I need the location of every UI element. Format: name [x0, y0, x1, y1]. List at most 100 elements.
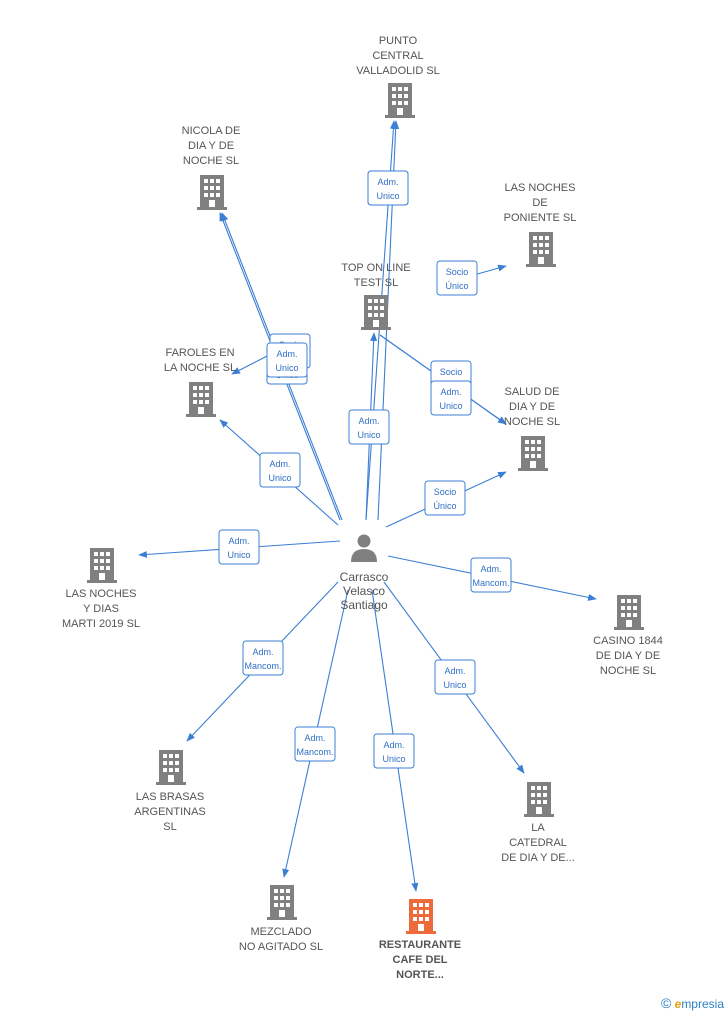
building-icon	[526, 232, 556, 267]
edge-labels-layer: SocioÚnicoSocioÚnicoSocioÚnicoAdm.UnicoA…	[218, 170, 512, 769]
company-name-line: RESTAURANTE	[379, 939, 461, 951]
nodes-layer: PUNTO CENTRAL VALLADOLID SL NICOLA DE DIA Y …	[62, 35, 663, 981]
edge-label-brasas[interactable]: Adm.Mancom.	[242, 640, 284, 676]
company-name-line: DIA Y DE	[509, 401, 555, 413]
edge-label-text: Único	[445, 281, 468, 291]
company-name-line: FAROLES EN	[165, 347, 234, 359]
building-icon	[406, 899, 436, 934]
edge-label-box	[373, 733, 415, 769]
edge-label-box	[259, 452, 301, 488]
company-name-line: CATEDRAL	[509, 837, 567, 849]
edge-label-text: Adm.	[269, 459, 290, 469]
edge-label-nicola[interactable]: Adm.Unico	[266, 342, 308, 378]
building-icon	[524, 782, 554, 817]
edge-label-box	[470, 557, 512, 593]
company-name-line: NO AGITADO SL	[239, 941, 323, 953]
edge-label-casino[interactable]: Adm.Mancom.	[470, 557, 512, 593]
edge-label-text: Unico	[275, 363, 298, 373]
edge-label-top-on-line[interactable]: Adm.Unico	[348, 409, 390, 445]
brand-logo-e: e	[674, 997, 682, 1011]
building-icon	[267, 885, 297, 920]
person-name-line: Santiago	[340, 598, 388, 612]
company-name-line: NOCHE SL	[600, 665, 656, 677]
person-name-line: Velasco	[343, 584, 385, 598]
edge-label-box	[294, 726, 336, 762]
company-name-line: CASINO 1844	[593, 635, 663, 647]
person-head	[357, 534, 371, 548]
edge-label-top-on-line[interactable]: Adm. Unico	[259, 452, 301, 488]
company-name-line: SL	[163, 821, 176, 833]
building-icon	[197, 175, 227, 210]
edge-label-box	[266, 342, 308, 378]
company-node-noches-marti[interactable]: LAS NOCHES Y DIAS MARTI 2019 SL	[62, 548, 140, 630]
empresia-brand[interactable]: © empresia	[661, 995, 724, 1011]
company-name-line: TOP ON LINE	[341, 262, 410, 274]
building-icon	[186, 382, 216, 417]
building-icon	[518, 436, 548, 471]
edge-label-box	[436, 260, 478, 296]
company-name-line: LA	[531, 822, 545, 834]
company-name-line: VALLADOLID SL	[356, 65, 440, 77]
edge-label-text: Unico	[382, 754, 405, 764]
company-name-line: NICOLA DE	[182, 125, 241, 137]
edge-label-text: Unico	[357, 430, 380, 440]
edge-label-text: Unico	[443, 680, 466, 690]
company-name-line: Y DIAS	[83, 603, 119, 615]
edge-label-text: Unico	[268, 473, 291, 483]
brand-logo-text: mpresia	[681, 997, 724, 1011]
company-node-punto-central[interactable]: PUNTO CENTRAL VALLADOLID SL	[356, 35, 440, 118]
building-icon	[385, 83, 415, 118]
edge-label-text: Adm.	[383, 740, 404, 750]
edge-label-box	[218, 529, 260, 565]
person-body	[351, 549, 377, 562]
person-name-line: Carrasco	[340, 570, 389, 584]
edge-label-text: Adm.	[228, 536, 249, 546]
edge-label-box	[434, 659, 476, 695]
edge-label-text: Socio	[446, 267, 469, 277]
edge-label-noches-marti[interactable]: Adm.Unico	[218, 529, 260, 565]
copyright-symbol: ©	[660, 995, 672, 1011]
company-name-line: PUNTO	[379, 35, 418, 47]
company-name-line: ARGENTINAS	[134, 806, 206, 818]
edge-label-box	[348, 409, 390, 445]
edge-label-text: Socio	[434, 487, 457, 497]
edge-label-text: Unico	[439, 401, 462, 411]
company-name-line: CENTRAL	[372, 50, 423, 62]
edge-label-text: Mancom.	[296, 747, 333, 757]
company-node-top-on-line[interactable]: TOP ON LINE TEST SL	[341, 262, 411, 330]
company-name-line: PONIENTE SL	[504, 212, 577, 224]
building-icon	[156, 750, 186, 785]
edge-label-text: Adm.	[377, 177, 398, 187]
building-icon	[87, 548, 117, 583]
edge-label-text: Único	[433, 501, 456, 511]
edge-label-catedral[interactable]: Adm. Unico	[434, 659, 476, 695]
company-name-line: TEST SL	[354, 277, 398, 289]
company-name-line: MARTI 2019 SL	[62, 618, 140, 630]
building-icon	[614, 595, 644, 630]
edge-label-punto-central[interactable]: Adm.Unico	[367, 170, 409, 206]
edge-label-text: Adm.	[444, 666, 465, 676]
edge-label-mezclado[interactable]: Adm.Mancom.	[294, 726, 336, 762]
edge-label-salud[interactable]: Adm.Unico	[430, 380, 472, 416]
edge-label-text: Adm.	[480, 564, 501, 574]
company-name-line: LAS NOCHES	[66, 588, 137, 600]
company-name-line: NOCHE SL	[504, 416, 560, 428]
edge-label-box	[424, 480, 466, 516]
company-name-line: DIA Y DE	[188, 140, 234, 152]
edge-label-text: Socio	[440, 367, 463, 377]
edge-label-restaurante[interactable]: Adm. Unico	[373, 733, 415, 769]
company-name-line: CAFE DEL	[393, 954, 448, 966]
